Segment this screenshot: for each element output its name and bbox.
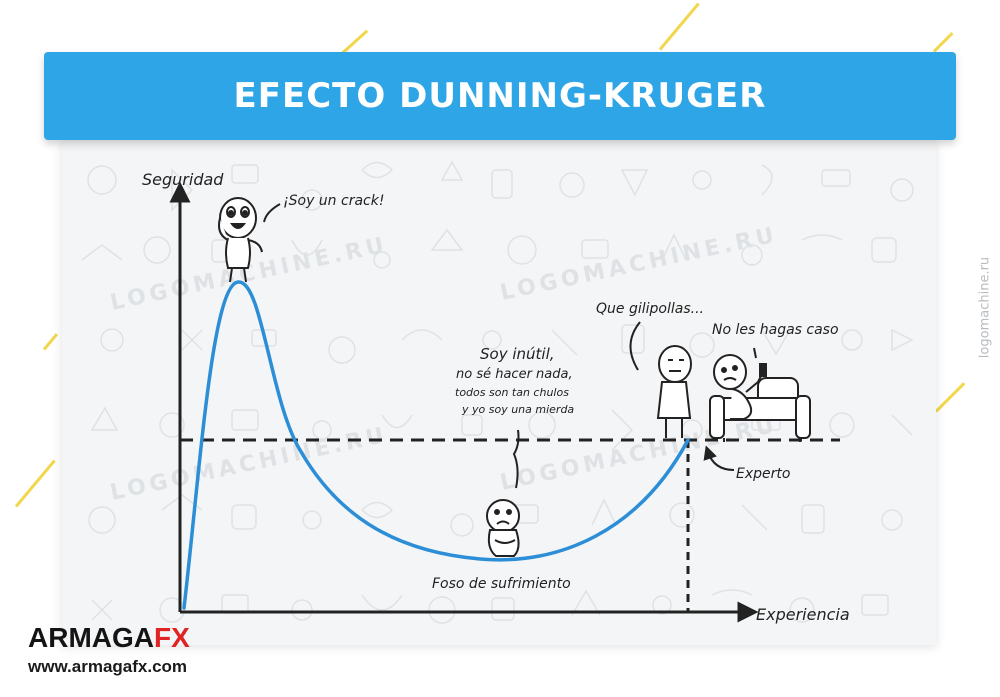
brand-logo: ARMAGAFX	[28, 622, 190, 654]
sofa-stick-figure	[709, 354, 811, 442]
brand-url: www.armagafx.com	[28, 657, 188, 676]
expert-stick-figure	[656, 345, 692, 438]
valley-label: Foso de sufrimiento	[432, 576, 571, 592]
expert-callout-line	[629, 321, 641, 371]
expert-quote: Que gilipollas...	[596, 301, 704, 317]
sofa-callout-line	[753, 347, 757, 359]
valley-quote-line-2: no sé hacer nada,	[456, 367, 573, 382]
x-axis-label: Experiencia	[756, 605, 850, 624]
dunning-kruger-curve	[182, 280, 690, 610]
brand-name-part1: ARMAGA	[28, 622, 154, 653]
doodle-background-pattern: LOGOMACHINE.RU LOGOMACHINE.RU LOGOMACHIN…	[81, 160, 914, 624]
valley-quote-line-1: Soy inútil,	[480, 345, 555, 363]
valley-quote-line-4: y yo soy una mierda	[462, 403, 575, 416]
experto-pointer-arrow	[703, 445, 735, 471]
valley-callout-line	[512, 429, 520, 489]
expert-label: Experto	[736, 466, 791, 482]
y-axis-label: Seguridad	[142, 170, 224, 189]
sofa-quote: No les hagas caso	[712, 322, 839, 338]
sad-stick-figure	[486, 499, 520, 557]
peak-quote: ¡Soy un crack!	[283, 193, 385, 209]
peak-callout-line	[263, 203, 281, 223]
brand-name-part2: FX	[154, 622, 190, 653]
confident-stick-figure	[218, 197, 263, 283]
page-title: EFECTO DUNNING-KRUGER	[233, 76, 767, 116]
valley-quote-line-3: todos son tan chulos	[455, 386, 569, 399]
title-banner: EFECTO DUNNING-KRUGER	[44, 52, 956, 140]
